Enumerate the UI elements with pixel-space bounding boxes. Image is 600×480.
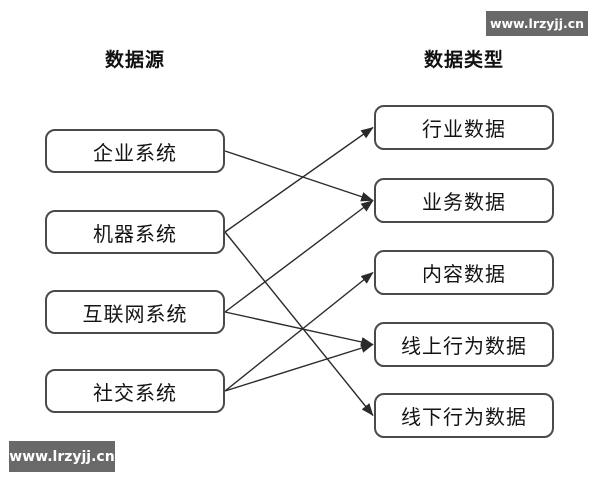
type-box-online-behavior-data: 线上行为数据: [374, 322, 554, 367]
source-box-label: 机器系统: [93, 221, 177, 246]
connection-arrow-0-1: [224, 150, 374, 202]
source-box-label: 社交系统: [93, 380, 177, 405]
connection-arrow-1-0: [224, 126, 374, 233]
source-box-label: 企业系统: [93, 140, 177, 165]
type-box-label: 业务数据: [422, 190, 506, 214]
connection-arrow-2-3: [224, 311, 374, 347]
watermark-bottom-left: www.lrzyjj.cn: [9, 441, 115, 472]
type-box-label: 线下行为数据: [401, 405, 527, 429]
type-box-offline-behavior-data: 线下行为数据: [374, 393, 554, 438]
source-box-internet-system: 互联网系统: [45, 290, 225, 334]
types-column-header: 数据类型: [423, 49, 504, 71]
sources-column-header: 数据源: [104, 49, 165, 71]
connection-arrow-3-2: [224, 271, 374, 392]
connection-arrow-1-4: [224, 231, 374, 417]
source-box-label: 互联网系统: [82, 301, 188, 326]
connection-arrow-3-3: [224, 343, 374, 392]
type-box-label: 线上行为数据: [401, 334, 527, 358]
type-box-content-data: 内容数据: [374, 250, 554, 295]
source-box-machine-system: 机器系统: [45, 210, 225, 254]
type-box-business-data: 业务数据: [374, 178, 554, 223]
type-box-label: 内容数据: [422, 262, 506, 286]
type-box-label: 行业数据: [422, 117, 506, 141]
type-box-industry-data: 行业数据: [374, 105, 554, 150]
source-box-social-system: 社交系统: [45, 369, 225, 413]
source-box-enterprise-system: 企业系统: [45, 129, 225, 173]
connection-arrow-2-1: [224, 199, 374, 313]
watermark-top-right: www.lrzyjj.cn: [486, 11, 588, 36]
